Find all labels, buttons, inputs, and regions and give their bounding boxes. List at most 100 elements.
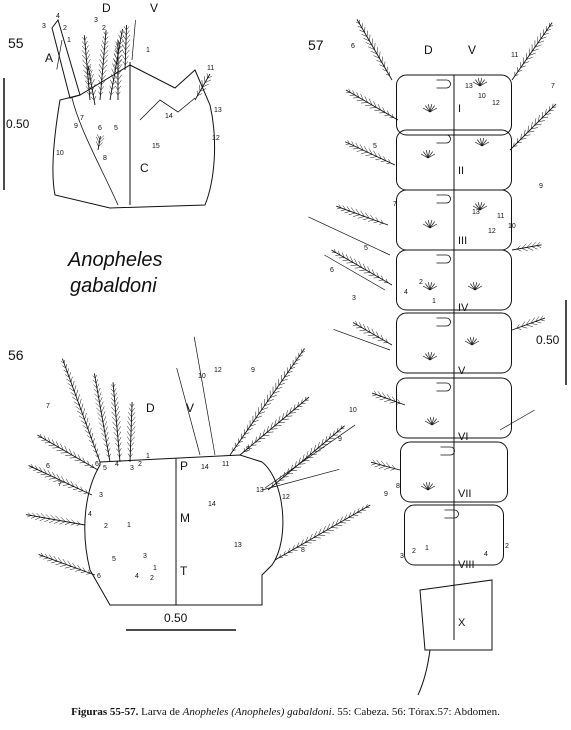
abdomen-tuft-seta <box>429 282 433 291</box>
abdomen-plumose-seta <box>511 22 554 81</box>
abdomen-segment-plate <box>436 382 451 392</box>
thorax-region-p: P <box>180 459 188 473</box>
head-seta-13: 13 <box>214 107 222 114</box>
abdomen-plumose-seta <box>511 315 546 331</box>
thorax-seta-2a: 2 <box>138 461 142 468</box>
head-seta-4: 4 <box>56 13 60 20</box>
abdomen-tuft-seta <box>472 205 481 211</box>
abdomen-segment-label: VII <box>458 488 471 500</box>
abdomen-tuft-seta <box>477 202 481 211</box>
thorax-seta-1c: 1 <box>153 565 157 572</box>
abdomen-tuft-seta <box>429 221 435 229</box>
head-figure-number: 55 <box>8 35 24 51</box>
abdomen-tuft-seta <box>481 138 485 147</box>
abdomen-segment-plate <box>436 134 451 144</box>
head-seta-14: 14 <box>165 113 173 120</box>
head-seta-6: 6 <box>98 125 102 132</box>
abdomen-tuft-seta <box>425 283 431 291</box>
abdomen-tuft-seta <box>429 283 435 291</box>
head-plumose-seta <box>113 40 123 100</box>
abdomen-seta-1b: 1 <box>425 545 429 552</box>
abdomen-tuft-seta <box>472 282 476 291</box>
abdomen-tuft-seta <box>420 485 429 491</box>
thorax-seta-14a: 14 <box>201 464 209 471</box>
abdomen-seta-8b: 8 <box>396 483 400 490</box>
abdomen-seta-4a: 4 <box>404 289 408 296</box>
abdomen-segment-x-outline <box>419 579 493 651</box>
abdomen-tuft-seta <box>427 282 431 291</box>
anal-papilla <box>417 649 431 696</box>
head-plumose-seta <box>194 73 213 101</box>
abdomen-tuft-seta <box>469 337 473 346</box>
abdomen-seta-10b: 10 <box>508 223 516 230</box>
caption-prefix: Figuras 55-57. <box>71 706 139 718</box>
abdomen-tuft-seta <box>429 355 438 361</box>
abdomen-segment-plate <box>440 446 455 456</box>
thorax-seta-4c: 4 <box>135 573 139 580</box>
abdomen-plumose-seta <box>371 390 406 406</box>
abdomen-tuft-seta <box>427 151 433 159</box>
abdomen-ventral-label: V <box>468 43 476 57</box>
thorax-seta-6b: 6 <box>46 463 50 470</box>
head-suture <box>71 97 119 206</box>
thorax-seta-1b: 1 <box>127 522 131 529</box>
thorax-seta-8b: 8 <box>301 547 305 554</box>
abdomen-tuft-seta <box>427 483 433 491</box>
thorax-plumose-seta <box>267 425 345 491</box>
abdomen-scale-label: 0.50 <box>536 333 560 347</box>
abdomen-segment-label: IV <box>458 302 469 314</box>
thorax-simple-seta <box>193 336 216 456</box>
abdomen-tuft-seta <box>479 78 483 87</box>
abdomen-tuft-seta <box>479 205 488 211</box>
abdomen-plumose-seta <box>345 88 399 121</box>
abdomen-seta-6b: 6 <box>330 267 334 274</box>
thorax-simple-seta <box>261 468 340 491</box>
abdomen-segment-plate <box>436 194 451 204</box>
thorax-dorsal-label: D <box>146 401 155 415</box>
abdomen-simple-seta <box>324 254 386 291</box>
abdomen-tuft-seta <box>427 485 436 491</box>
abdomen-simple-seta <box>499 409 535 431</box>
abdomen-tuft-seta <box>422 223 431 229</box>
abdomen-tuft-seta <box>475 79 481 87</box>
abdomen-tuft-seta <box>420 153 429 159</box>
abdomen-tuft-seta <box>477 139 483 147</box>
abdomen-tuft-seta <box>427 352 431 361</box>
head-plumose-seta <box>85 65 97 106</box>
abdomen-tuft-seta <box>429 353 435 361</box>
abdomen-tuft-seta <box>479 138 483 147</box>
abdomen-tuft-seta <box>481 139 487 147</box>
thorax-plumose-seta <box>239 396 310 456</box>
abdomen-tuft-seta <box>427 418 433 426</box>
head-seta-2a: 2 <box>63 25 67 32</box>
thorax-figure-number: 56 <box>8 347 24 363</box>
abdomen-seta-7a: 7 <box>551 83 555 90</box>
abdomen-tuft-seta <box>427 220 431 229</box>
abdomen-tuft-seta <box>479 202 483 211</box>
abdomen-seta-12a: 12 <box>492 100 500 107</box>
thorax-seta-9a: 9 <box>251 367 255 374</box>
abdomen-tuft-seta <box>422 107 431 113</box>
abdomen-tuft-seta <box>429 104 433 113</box>
caption-species: Anopheles (Anopheles) gabaldoni <box>182 706 332 718</box>
abdomen-tuft-seta <box>470 283 476 291</box>
thorax-figure: 56 D V 0.50 P M T 7 6 5 4 3 2 1 6 7 3 4 … <box>8 336 371 631</box>
abdomen-segment-plate <box>436 254 451 264</box>
abdomen-tuft-seta <box>429 352 433 361</box>
abdomen-tuft-seta <box>474 141 483 147</box>
thorax-seta-2c: 2 <box>150 575 154 582</box>
abdomen-tuft-seta <box>471 340 480 346</box>
thorax-outline <box>84 454 284 606</box>
head-simple-seta <box>131 20 136 61</box>
abdomen-plumose-setae <box>308 19 557 491</box>
abdomen-tuft-seta <box>427 104 431 113</box>
abdomen-seta-9b: 9 <box>384 491 388 498</box>
abdomen-tuft-seta <box>429 107 438 113</box>
thorax-plumose-seta <box>92 373 111 463</box>
abdomen-plumose-seta <box>511 241 542 252</box>
thorax-seta-12a: 12 <box>214 367 222 374</box>
thorax-region-t: T <box>180 564 188 578</box>
thorax-plumose-seta <box>126 402 136 463</box>
